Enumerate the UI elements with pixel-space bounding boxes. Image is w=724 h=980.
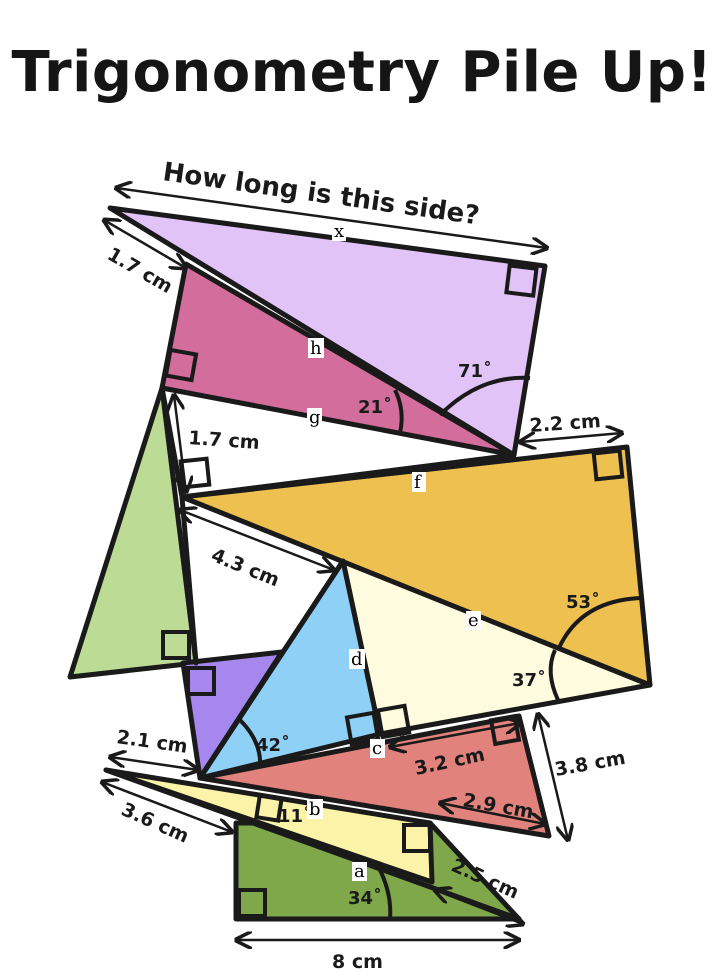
length-arrow-x <box>116 188 547 248</box>
variable-label: d <box>351 649 363 670</box>
length-label: 3.6 cm <box>118 798 192 847</box>
angle-arc-53 <box>556 596 643 651</box>
variable-label: b <box>309 799 321 820</box>
variable-label: a <box>354 861 365 882</box>
variable-label: g <box>309 407 321 428</box>
length-label: 8 cm <box>332 951 383 973</box>
right-angle-marker <box>254 793 284 823</box>
right-angle-marker <box>402 823 432 853</box>
angle-arc-34 <box>378 869 393 920</box>
variable-label: h <box>310 338 322 359</box>
angle-arc-71 <box>438 375 531 417</box>
length-arrow-bottom-right-a <box>390 723 520 747</box>
angle-label: 42˚ <box>256 734 290 756</box>
length-label: 2.2 cm <box>529 410 602 437</box>
length-arrow-bottom-right-b <box>440 803 545 824</box>
right-angle-marker <box>504 263 539 298</box>
angle-label: 71˚ <box>458 360 492 382</box>
length-label: 4.3 cm <box>208 544 282 591</box>
length-arrow-diag-mid <box>180 510 334 570</box>
angle-arc-42 <box>238 718 263 769</box>
length-arrow-top-left <box>104 220 186 268</box>
length-arrow-right-low <box>538 714 568 840</box>
right-angle-marker <box>161 630 191 660</box>
variable-label: f <box>414 472 422 493</box>
variable-label: x <box>334 221 344 242</box>
length-arrow-bottom-right-c <box>435 890 523 924</box>
angle-arc-37 <box>548 649 560 701</box>
blue-triangle-left-edge <box>197 558 346 781</box>
page-title: Trigonometry Pile Up! <box>11 40 713 105</box>
right-angle-marker <box>591 448 625 482</box>
right-angle-marker <box>186 666 216 696</box>
right-angle-marker <box>163 347 199 383</box>
right-angle-marker <box>237 888 267 918</box>
angle-arc-21 <box>393 389 404 434</box>
length-arrow-left-mid <box>174 395 186 492</box>
length-arrow-right-upper <box>520 433 622 442</box>
length-label: 1.7 cm <box>188 427 261 454</box>
angle-label: 21˚ <box>358 396 392 418</box>
angle-label: 37˚ <box>512 669 546 691</box>
angle-label: 11˚ <box>278 805 312 827</box>
variable-label: e <box>468 610 479 631</box>
pink-triangle <box>159 261 517 458</box>
variable-label: c <box>372 738 382 759</box>
angle-label: 34˚ <box>348 887 382 909</box>
length-arrow-left-low <box>110 757 198 770</box>
angle-label: 53˚ <box>566 591 600 613</box>
length-label: 3.8 cm <box>553 747 627 781</box>
length-label: 2.1 cm <box>115 726 189 758</box>
right-angle-marker <box>344 710 381 747</box>
length-label: 1.7 cm <box>104 243 177 298</box>
length-arrow-left-bottom <box>102 782 232 832</box>
